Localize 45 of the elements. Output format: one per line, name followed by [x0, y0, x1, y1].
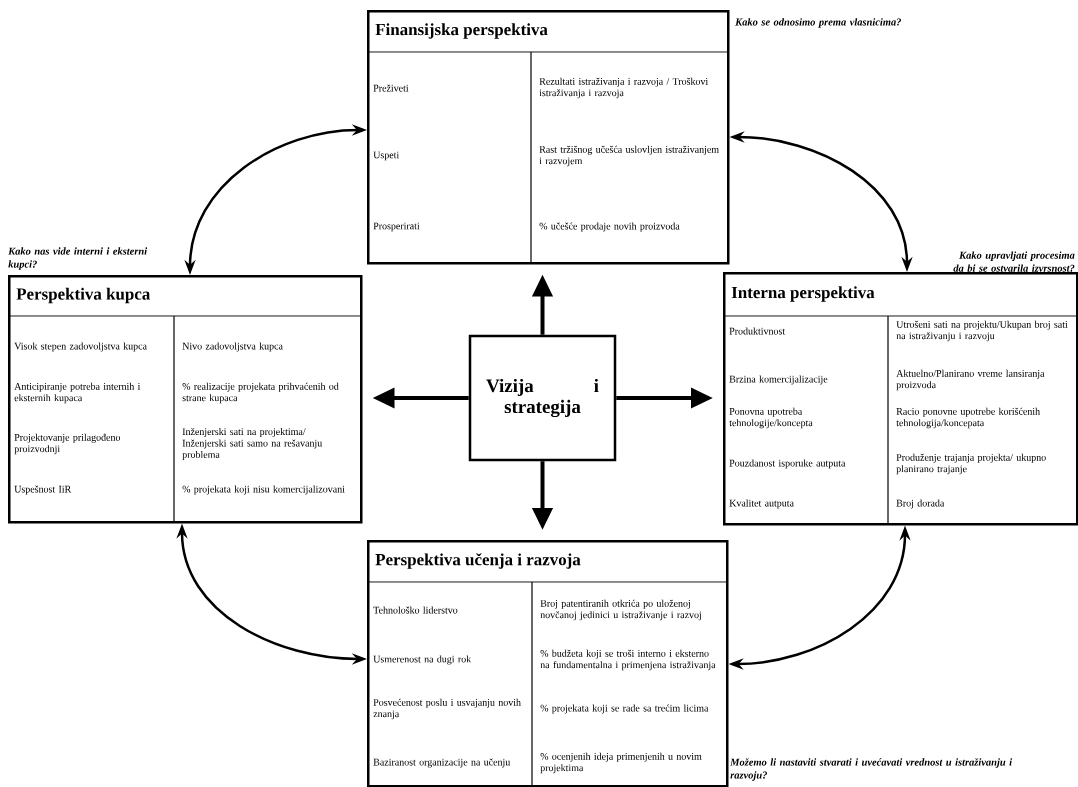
table-cell-text: Rast tržišnog učešća uslovljen istraživanjem i razvojem [539, 145, 719, 167]
table-cell-text: Racio ponovne upotrebe korišćenih tehnologija/koncepata [896, 407, 1040, 429]
table-cell-text: Preživeti [373, 84, 409, 92]
table-cell-text: Aktuelno/Planirano vreme lansiranja proizvoda [896, 369, 1045, 391]
question-text: Kako se odnosimo prema vlasnicima? [735, 18, 902, 28]
question-text: Kako upravljati procesima da bi se ostvarila izvrsnost? [953, 251, 1075, 272]
table-cell-text: % realizacije projekata prihvaćenih od strane kupaca [182, 382, 339, 404]
question-text: Možemo li nastaviti stvarati i uvećavati vrednost u istraživanju i razvoju? [730, 758, 1013, 781]
table-cell-text: Visok stepen zadovoljstva kupca [14, 342, 147, 352]
table-cell-text: Uspeti [373, 151, 400, 161]
table-cell-text: Projektovanje prilagođeno proizvodnji [14, 433, 121, 455]
question-text: Kako nas vide interni i eksterni kupci? [8, 247, 148, 270]
table-cell-text: Anticipiranje potreba internih i eksternih kupaca [14, 382, 141, 404]
table-cell-text: Ponovna upotreba tehnologije/koncepta [729, 407, 813, 429]
table-heading: Perspektiva učenja i razvoja [375, 553, 581, 569]
table-cell-text: % projekata koji se rade sa trećim licima [540, 704, 709, 714]
table-cell-text: Brzina komercijalizacije [729, 375, 828, 385]
perspective-table [722, 272, 1078, 526]
table-heading: Finansijska perspektiva [375, 23, 548, 39]
table-heading: Perspektiva kupca [16, 287, 151, 304]
table-cell-text: Uspešnost IiR [14, 485, 72, 495]
table-cell-text: % budžeta koji se troši interno i eksterno na fundamentalna i primenjena istraživanja [540, 649, 716, 671]
table-cell-text: Prosperirati [373, 222, 420, 232]
table-cell-text: Kvalitet autputa [729, 499, 794, 509]
table-cell-text: % učešće prodaje novih proizvoda [539, 222, 680, 232]
table-cell-text: Nivo zadovoljstva kupca [182, 342, 283, 352]
table-cell-text: Tehnološko liderstvo [373, 606, 458, 614]
table-cell-text: Utrošeni sati na projektu/Ukupan broj sati na istraživanju i razvoju [896, 320, 1068, 342]
table-cell-text: Broj dorada [896, 499, 945, 509]
table-heading: Interna perspektiva [731, 286, 875, 302]
perspective-table [366, 540, 729, 787]
perspective-table [366, 10, 730, 265]
table-cell-text: Pouzdanost isporuke autputa [729, 459, 846, 469]
table-cell-text: % ocenjenih ideja primenjenih u novim projektima [540, 752, 702, 774]
table-cell-text: Produženje trajanja projekta/ ukupno planirano trajanje [896, 453, 1046, 475]
table-cell-text: % projekata koji nisu komercijalizovani [182, 485, 345, 495]
table-cell-text: Produktivnost [729, 327, 786, 335]
vision-box: Vizija i strategija [468, 334, 617, 462]
table-cell-text: Broj patentiranih otkrića po uloženoj novčanoj jedinici u istraživanje i razvoj [540, 599, 701, 621]
table-cell-text: Rezultati istraživanja i razvoja / Troškovi istraživanja i razvoja [539, 77, 708, 99]
table-cell-text: Inženjerski sati na projektima/ Inženjerski sati samo na rešavanju problema [182, 428, 323, 460]
perspective-table [7, 275, 363, 524]
table-cell-text: Baziranost organizacije na učenju [373, 758, 511, 768]
table-cell-text: Posvećenost poslu i usvajanju novih znanja [373, 698, 521, 720]
table-cell-text: Usmerenost na dugi rok [373, 655, 472, 665]
